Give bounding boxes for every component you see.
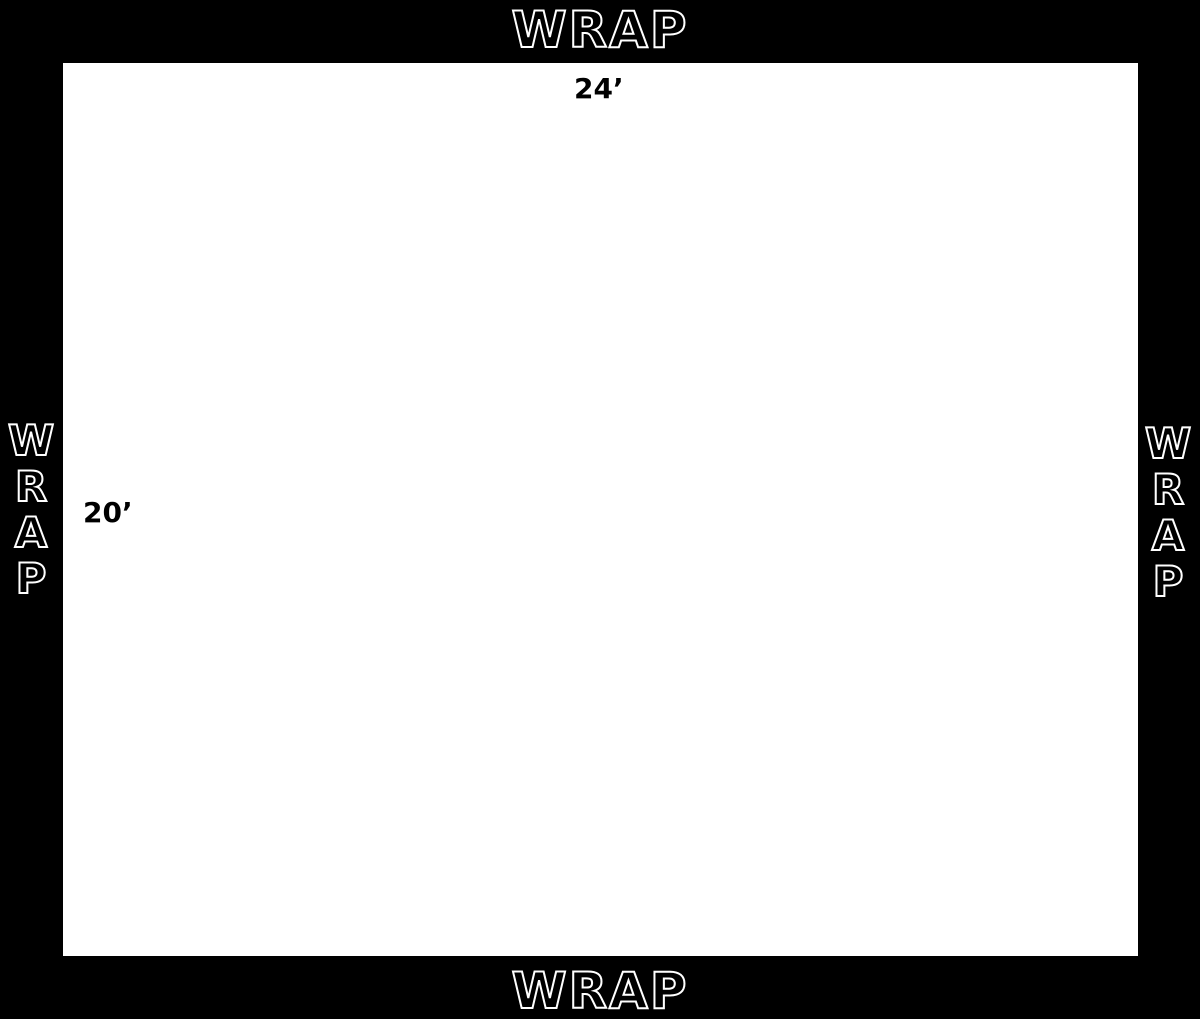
wrap-left-letter: A [14, 508, 48, 557]
wrap-label-bottom: WRAP [511, 962, 689, 1019]
wrap-right-letter: W [1144, 419, 1192, 468]
wrap-right-letter: P [1152, 557, 1185, 606]
wrap-right-letter: R [1151, 465, 1185, 514]
wrap-label-right: W R A P [1143, 419, 1193, 606]
wrap-right-letter: A [1151, 511, 1185, 560]
width-dimension-label: 24’ [574, 72, 624, 105]
wrap-left-letter: W [7, 416, 55, 465]
print-area [63, 63, 1138, 956]
wrap-label-top: WRAP [511, 1, 689, 59]
height-dimension-label: 20’ [83, 496, 133, 529]
wrap-left-letter: P [15, 554, 48, 603]
wrap-left-letter: R [14, 462, 48, 511]
wrap-label-left: W R A P [6, 416, 56, 603]
